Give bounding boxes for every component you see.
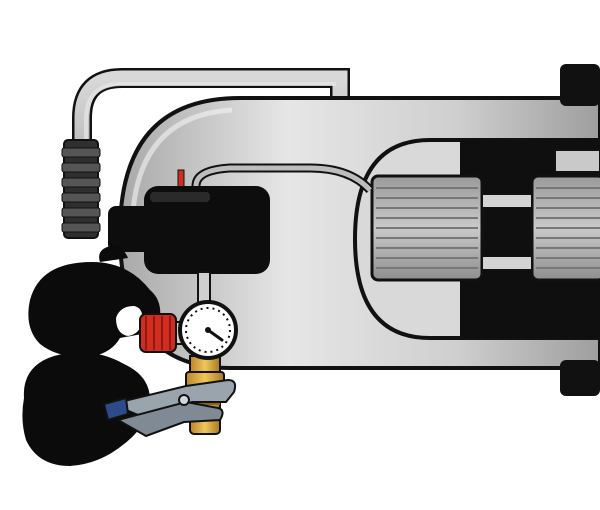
carry-handle	[72, 68, 350, 230]
motor-housing	[352, 138, 600, 340]
glove-icon	[28, 245, 161, 357]
glove-icon	[22, 352, 150, 466]
handle-grip	[61, 139, 101, 239]
safety-valve-icon	[177, 169, 185, 189]
regulator-manifold	[108, 186, 270, 274]
pliers-icon[interactable]	[102, 378, 237, 438]
wheel-foot	[560, 64, 600, 396]
pressure-gauge-icon	[178, 300, 238, 360]
air-tube	[191, 163, 374, 194]
